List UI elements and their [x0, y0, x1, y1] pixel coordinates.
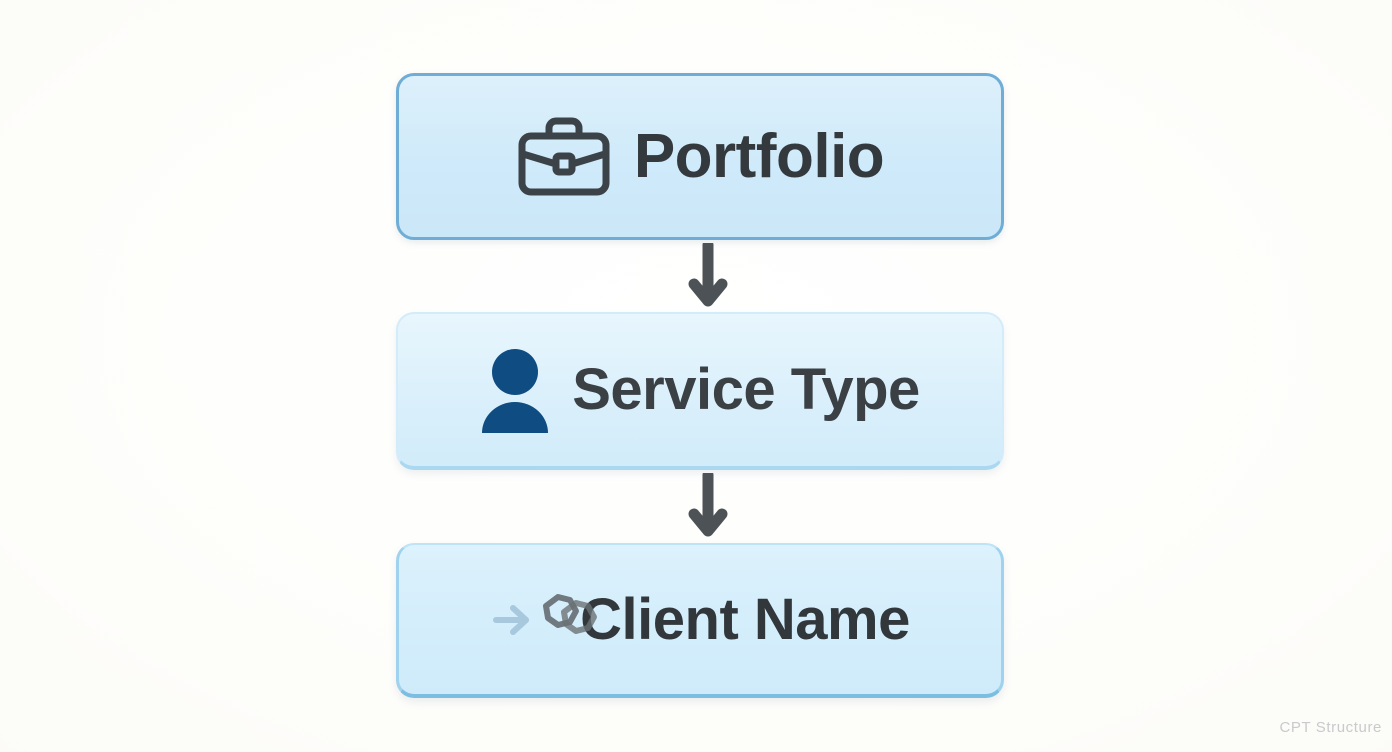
node-client-name[interactable]: Client Name: [396, 543, 1004, 698]
arrow-right-icon: [490, 598, 534, 642]
person-icon: [480, 347, 550, 433]
node-service-type[interactable]: Service Type: [396, 312, 1004, 470]
node-portfolio-label: Portfolio: [633, 121, 885, 191]
connector-portfolio-to-service-type: [688, 239, 728, 309]
node-portfolio[interactable]: Portfolio: [396, 73, 1004, 240]
node-client-name-label: Client Name: [580, 586, 910, 652]
node-service-type-label: Service Type: [572, 357, 920, 422]
node-portfolio-content: Portfolio: [516, 114, 885, 200]
briefcase-icon: [516, 114, 612, 200]
connector-service-type-to-client-name: [688, 469, 728, 539]
linked-rings-icon: [543, 589, 598, 651]
node-client-name-content: Client Name: [490, 589, 910, 651]
node-service-type-content: Service Type: [480, 347, 920, 433]
watermark-label: CPT Structure: [1279, 719, 1382, 736]
